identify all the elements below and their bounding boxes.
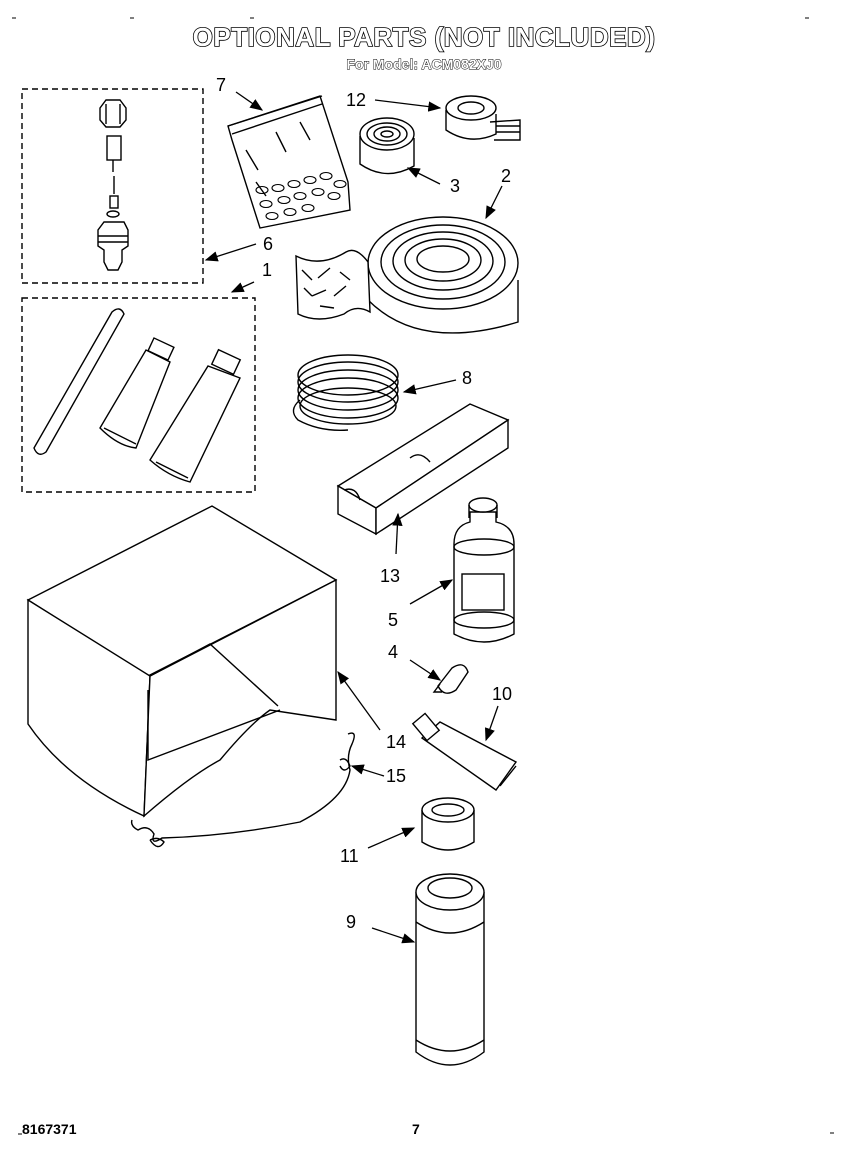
callout-numbers: 7 12 3 2 6 1 8 13 5 4 10 14 15 11 9 <box>216 75 512 932</box>
bottle-5-icon <box>453 497 515 643</box>
leader-arrows <box>204 91 503 944</box>
callout-5: 5 <box>388 610 398 630</box>
callout-13: 13 <box>380 566 400 586</box>
callout-3: 3 <box>450 176 460 196</box>
page-number: 7 <box>412 1121 420 1137</box>
callout-10: 10 <box>492 684 512 704</box>
model-subtitle: For Model: ACM082XJ0 <box>346 56 502 73</box>
callout-6: 6 <box>263 234 273 254</box>
callout-8: 8 <box>462 368 472 388</box>
screw-bag-icon <box>227 95 351 229</box>
foam-tape-3-icon <box>359 117 415 175</box>
drain-hose-coil-8-icon <box>292 354 399 431</box>
document-number: 8167371 <box>22 1121 77 1137</box>
insulation-roll-2-icon <box>295 216 519 334</box>
corner-marks <box>12 17 834 1135</box>
callout-11: 11 <box>340 846 359 866</box>
callout-4: 4 <box>388 642 398 662</box>
foam-seal-block-13-icon <box>336 403 510 536</box>
callout-2: 2 <box>501 166 511 186</box>
callout-7: 7 <box>216 75 226 95</box>
callout-9: 9 <box>346 912 356 932</box>
drawstring-cord-15-icon <box>130 732 355 848</box>
tape-roll-12-icon <box>445 95 521 141</box>
aerosol-can-9-icon <box>415 873 485 1066</box>
kit-box-6 <box>21 88 204 284</box>
air-conditioner-cover-14-icon <box>26 505 338 818</box>
page-title: OPTIONAL PARTS (NOT INCLUDED) <box>192 21 656 53</box>
plug-4-icon <box>432 664 469 694</box>
callout-12: 12 <box>346 90 366 110</box>
callout-15: 15 <box>386 766 406 786</box>
callout-1: 1 <box>262 260 272 280</box>
tubing-and-tubes-icon <box>33 308 242 483</box>
tape-roll-11-icon <box>421 797 475 851</box>
valve-fitting-icon <box>97 99 129 271</box>
callout-14: 14 <box>386 732 406 752</box>
sealant-tube-10-icon <box>411 712 518 791</box>
kit-box-1 <box>21 297 256 493</box>
